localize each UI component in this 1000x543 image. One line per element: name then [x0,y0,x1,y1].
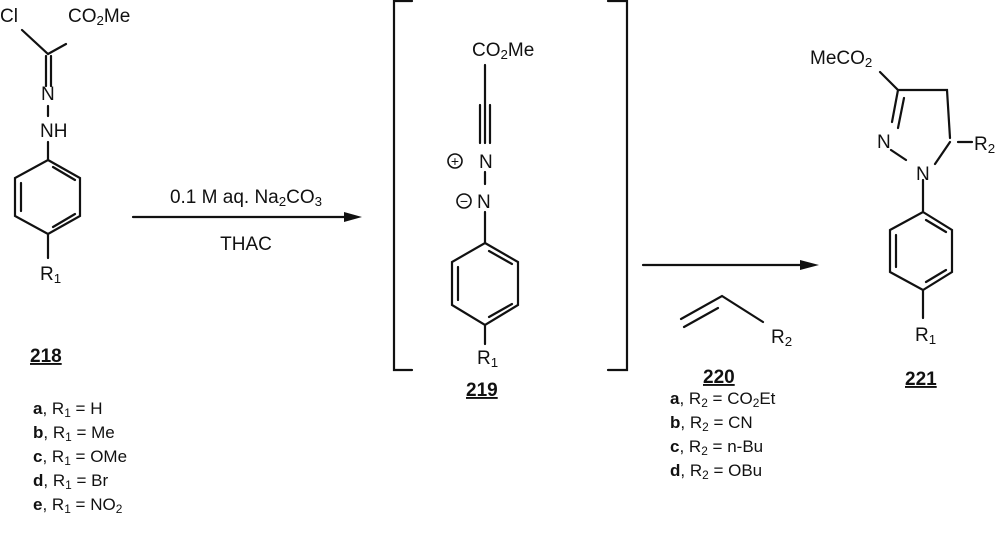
ester-label: CO2Me [472,40,534,62]
catalyst-label: THAC [220,234,272,255]
compound-number: 219 [466,380,498,401]
r1-variant-list: a, R1 = H b, R1 = Me c, R1 = OMe d, R1 =… [33,399,127,516]
list-item: a, R1 = H [33,399,102,420]
n2-label: N [877,132,891,153]
ester-label: CO2Me [68,6,130,28]
bonds [450,63,520,346]
compound-number: 218 [30,346,62,367]
arrow-head [800,260,819,270]
compound-218: Cl CO2Me N NH R1 218 a, R1 = H b, R1 = M… [0,6,130,516]
list-item: a, R2 = CO2Et [670,389,776,410]
cl-label: Cl [0,6,18,27]
r2-variant-list: a, R2 = CO2Et b, R2 = CN c, R2 = n-Bu d,… [670,389,776,482]
ester-label: MeCO2 [810,48,872,70]
list-item: c, R2 = n-Bu [670,437,763,458]
list-item: d, R1 = Br [33,471,108,492]
compound-number: 220 [703,367,735,388]
reagent-220: R2 220 a, R2 = CO2Et b, R2 = CN c, R2 = … [670,294,792,482]
list-item: c, R1 = OMe [33,447,127,468]
r1-label: R1 [40,264,61,286]
right-bracket [606,0,629,372]
compound-number: 221 [905,369,937,390]
arrow-head [344,212,362,222]
intermediate-219: CO2Me N + N − R1 219 [392,0,629,401]
n1-label: N [916,164,930,185]
r1-label: R1 [477,348,498,370]
list-item: b, R2 = CN [670,413,753,434]
alkene-bonds [679,294,765,329]
list-item: b, R1 = Me [33,423,115,444]
product-221: MeCO2 N N R2 R1 221 [810,48,995,390]
reaction-arrow-1: 0.1 M aq. Na2CO3 THAC [131,187,362,255]
bonds [878,70,974,320]
r2-label: R2 [974,134,995,156]
plus-charge-icon [447,153,463,169]
n-minus-label: N [477,192,491,213]
r1-label: R1 [915,325,936,347]
reaction-arrow-2 [641,260,819,270]
r2-label: R2 [771,327,792,349]
bonds [13,28,82,260]
n-plus-label: N [479,152,493,173]
plus-sign: + [451,153,459,169]
n-label: N [41,84,55,105]
reagent-label: 0.1 M aq. Na2CO3 [170,187,322,209]
left-bracket [392,0,414,372]
minus-sign: − [460,193,468,209]
list-item: d, R2 = OBu [670,461,762,482]
nh-label: NH [40,121,67,142]
minus-charge-icon [456,193,472,209]
list-item: e, R1 = NO2 [33,495,123,516]
